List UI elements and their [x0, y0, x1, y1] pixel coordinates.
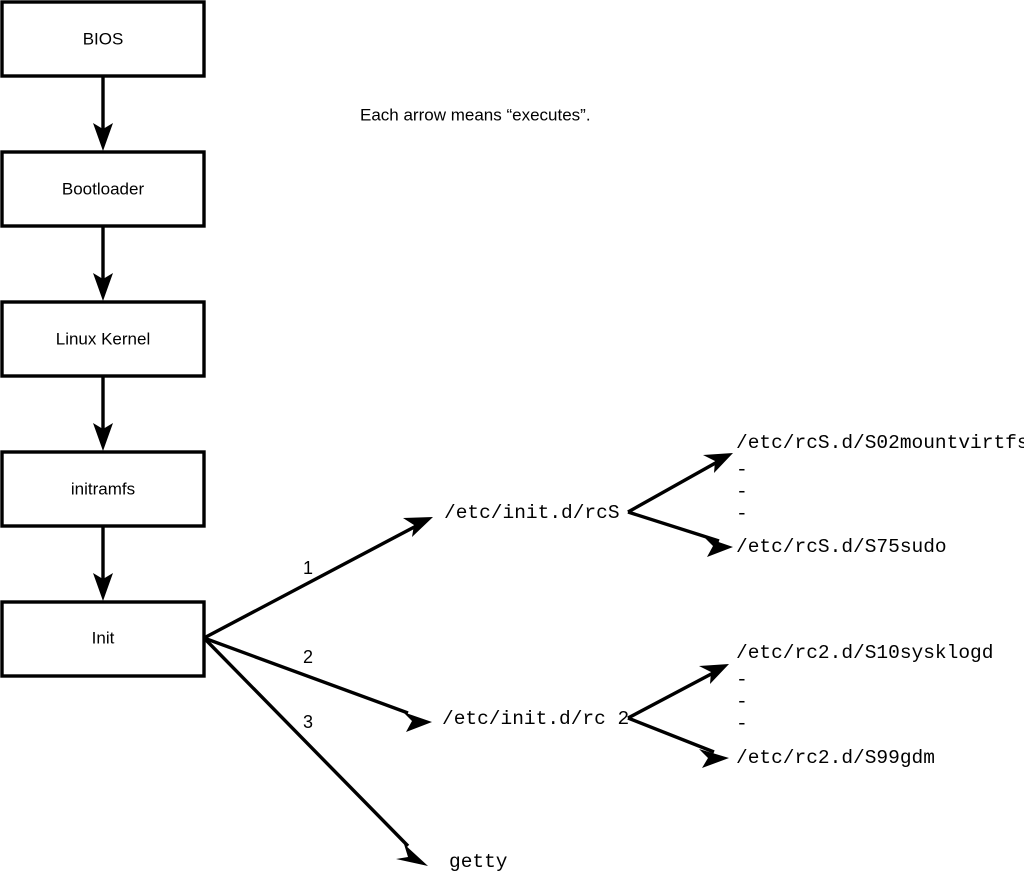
box-initramfs-label: initramfs — [71, 479, 135, 498]
rc2-branch-last — [627, 716, 729, 768]
rc2-branch-first — [627, 664, 729, 720]
rcs-ellipsis-dash-2: - — [736, 481, 748, 503]
chain-edge-initramfs-to-init — [93, 526, 113, 601]
target-label-getty: getty — [449, 851, 508, 873]
box-bootloader-label: Bootloader — [62, 179, 145, 198]
box-initramfs[interactable]: initramfs — [0, 450, 206, 528]
rc2-ellipsis-dash-1: - — [736, 669, 748, 691]
rcs-script-last: /etc/rcS.d/S75sudo — [736, 536, 947, 558]
rc2-script-last: /etc/rc2.d/S99gdm — [736, 747, 935, 769]
caption-label: Each arrow means “executes”. — [360, 105, 591, 124]
rcs-ellipsis-dash-1: - — [736, 459, 748, 481]
init-branch-3-number: 3 — [303, 712, 313, 732]
init-branch-3: 3 — [202, 636, 428, 866]
chain-edge-kernel-to-initramfs — [93, 376, 113, 451]
box-linux-kernel[interactable]: Linux Kernel — [0, 300, 206, 378]
init-branch-2: 2 — [203, 636, 432, 732]
init-branch-1: 1 — [203, 517, 433, 640]
box-init-label: Init — [92, 628, 115, 647]
box-init[interactable]: Init — [0, 600, 206, 678]
rcs-branch-first — [627, 453, 733, 514]
rc2-ellipsis-dash-2: - — [736, 691, 748, 713]
rcs-branch-last — [627, 510, 733, 557]
init-branch-1-number: 1 — [303, 558, 313, 578]
target-label-rc2: /etc/init.d/rc 2 — [442, 708, 629, 730]
rcs-script-first: /etc/rcS.d/S02mountvirtfs — [736, 432, 1024, 454]
chain-edge-bootloader-to-kernel — [93, 226, 113, 301]
init-branch-2-number: 2 — [303, 647, 313, 667]
chain-edge-bios-to-bootloader — [93, 76, 113, 151]
target-label-rcs: /etc/init.d/rcS — [444, 502, 620, 524]
box-bios[interactable]: BIOS — [0, 0, 206, 78]
rcs-ellipsis-dash-3: - — [736, 503, 748, 525]
box-linux-kernel-label: Linux Kernel — [56, 329, 151, 348]
box-bios-label: BIOS — [83, 29, 124, 48]
box-bootloader[interactable]: Bootloader — [0, 150, 206, 228]
rc2-ellipsis-dash-3: - — [736, 713, 748, 735]
rc2-script-first: /etc/rc2.d/S10sysklogd — [736, 642, 993, 664]
